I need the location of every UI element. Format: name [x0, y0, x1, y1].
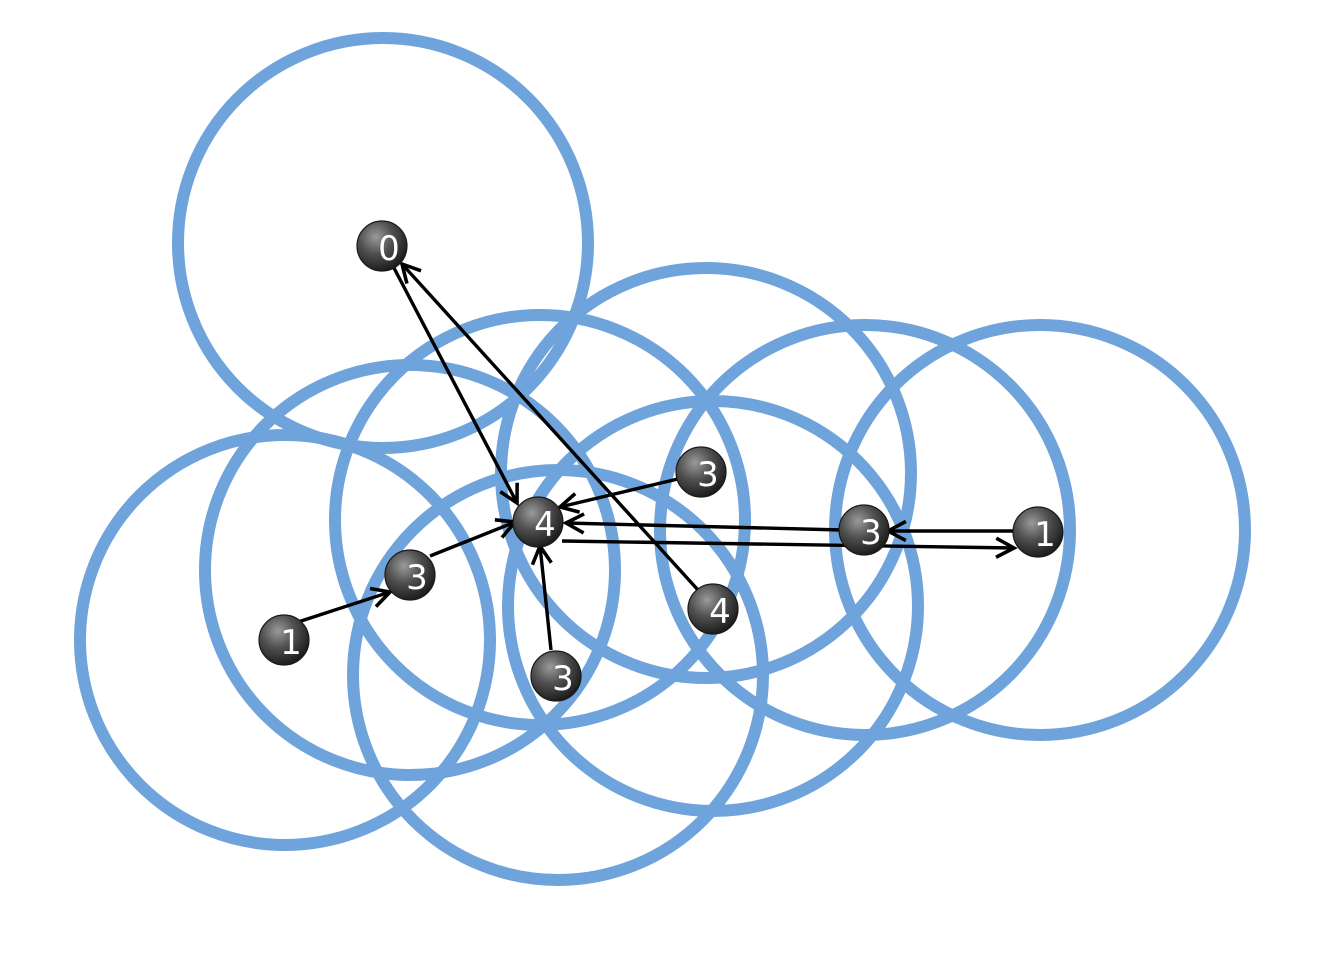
node-3-upper-right: 3	[675, 446, 727, 498]
arrow-node3bottom-to-node4	[540, 546, 551, 651]
node-4-center-label: 4	[534, 505, 556, 545]
node-4-right: 4	[687, 583, 739, 635]
range-circles	[74, 32, 1251, 886]
arrow-node3upper-to-node4	[560, 476, 683, 507]
node-1-left-label: 1	[280, 623, 302, 663]
node-3-bottom-label: 3	[552, 659, 574, 699]
node-3-left-label: 3	[406, 558, 428, 598]
node-4-center: 4	[512, 496, 564, 548]
nodes: 0 4 3 1 3 3 4 3	[258, 220, 1064, 702]
arrow-node4right-to-node0	[402, 264, 700, 592]
arrow-node4-to-node1right	[561, 541, 1014, 548]
range-circle-node-1-left	[74, 429, 496, 851]
node-1-right: 1	[1012, 506, 1064, 558]
links	[297, 264, 1016, 651]
arrow-node3right-to-node4	[566, 523, 843, 530]
range-circle-node-0	[172, 32, 594, 454]
node-0-label: 0	[378, 229, 400, 269]
arrow-node0-to-node4	[392, 267, 517, 503]
node-3-right: 3	[838, 504, 890, 556]
node-3-upper-right-label: 3	[697, 455, 719, 495]
node-1-left: 1	[258, 614, 310, 666]
node-3-right-label: 3	[860, 513, 882, 553]
node-1-right-label: 1	[1034, 515, 1056, 555]
range-circle-node-3-right	[654, 319, 1076, 741]
arrow-node3left-to-node4	[429, 522, 515, 558]
node-4-right-label: 4	[709, 592, 731, 632]
node-0: 0	[356, 220, 408, 272]
arrow-node1left-to-node3left	[297, 592, 390, 624]
node-3-bottom: 3	[530, 650, 582, 702]
node-3-left: 3	[384, 549, 436, 601]
